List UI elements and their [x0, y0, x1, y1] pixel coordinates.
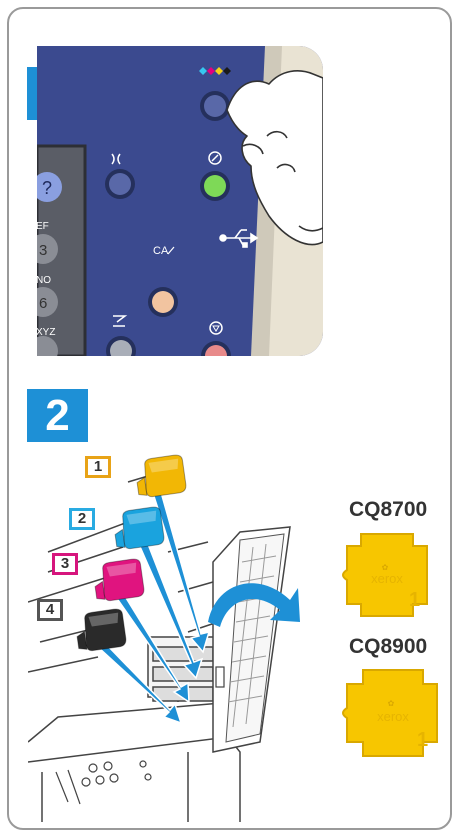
control-panel-svg: ? EF 3 NO 6 XYZ [37, 46, 323, 356]
usb-icon [220, 230, 257, 247]
svg-text:xerox: xerox [371, 571, 403, 586]
model-label-cq8700: CQ8700 [349, 498, 427, 522]
ink-stick-4 [74, 608, 127, 652]
interrupt-icon [113, 316, 125, 326]
model-label-cq8900: CQ8900 [349, 635, 427, 659]
cq8900-ink-stick-shape: ✿ xerox 1 [339, 666, 444, 760]
stick-tag-1: 1 [85, 456, 111, 478]
help-key-label: ? [42, 178, 52, 198]
clear-all-button[interactable] [152, 291, 174, 313]
printer-door [213, 527, 290, 752]
stop-icon [210, 322, 222, 334]
power-icon [209, 152, 221, 164]
svg-text:3: 3 [39, 242, 47, 259]
stick-tag-3: 3 [52, 553, 78, 575]
ink-indicator-diamond [215, 67, 223, 75]
pointing-hand-icon [227, 71, 323, 245]
svg-text:6: 6 [39, 295, 47, 312]
stick-tag-2: 2 [69, 508, 95, 530]
svg-text:EF: EF [37, 221, 49, 232]
svg-text:XYZ: XYZ [37, 327, 55, 338]
svg-text:1: 1 [417, 729, 428, 751]
ink-indicator-icon [199, 67, 231, 75]
ink-stick-1 [134, 454, 187, 498]
svg-text:xerox: xerox [377, 709, 409, 724]
ink-stick-3 [92, 558, 145, 602]
svg-text:✿: ✿ [388, 699, 395, 708]
energy-saver-icon [112, 154, 120, 164]
energy-saver-button[interactable] [109, 173, 131, 195]
ink-sticks [74, 454, 187, 652]
svg-text:NO: NO [37, 275, 51, 286]
stick-tag-4: 4 [37, 599, 63, 621]
clear-all-label: CA [153, 245, 169, 257]
ink-indicator-diamond [223, 67, 231, 75]
printer-keypad [56, 761, 151, 804]
ink-stick-2 [112, 506, 165, 550]
power-button[interactable] [204, 175, 226, 197]
supplies-info-button[interactable] [204, 95, 226, 117]
control-panel-illustration: ? EF 3 NO 6 XYZ [37, 46, 323, 356]
svg-text:1: 1 [409, 589, 420, 611]
ink-indicator-diamond [207, 67, 215, 75]
step-2-badge: 2 [27, 389, 88, 442]
cq8700-ink-stick-shape: ✿ xerox 1 [339, 530, 435, 620]
ink-indicator-diamond [199, 67, 207, 75]
